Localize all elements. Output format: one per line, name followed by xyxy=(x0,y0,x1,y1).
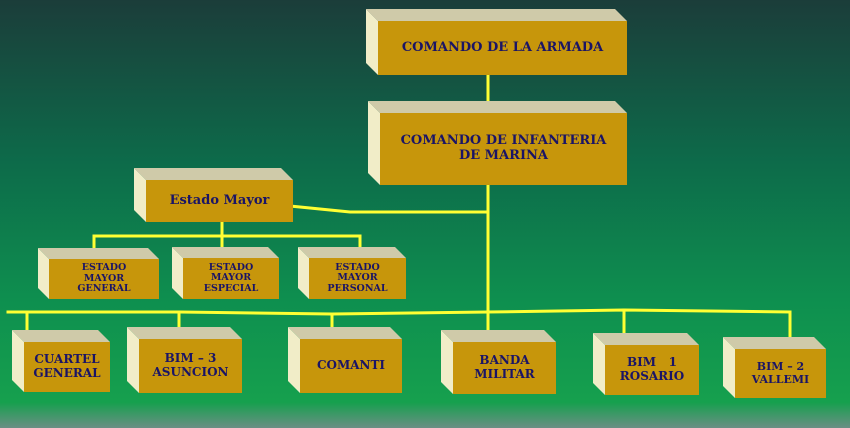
bim3-box: BIM – 3 ASUNCION xyxy=(127,327,242,393)
banda-line-2: MILITAR xyxy=(474,367,535,381)
bim2-line-1: BIM – 2 xyxy=(756,359,805,373)
comando-infanteria-line-1: COMANDO DE INFANTERIA xyxy=(400,133,607,149)
comando-armada-box: COMANDO DE LA ARMADA xyxy=(366,9,627,75)
em-general-line-1: ESTADO xyxy=(81,262,127,274)
comanti-box: COMANTI xyxy=(288,327,402,393)
connector-unit-bus xyxy=(6,308,792,316)
bim2-box: BIM – 2 VALLEMI xyxy=(723,337,826,398)
banda-militar-box: BANDA MILITAR xyxy=(441,330,556,394)
estado-mayor-especial-box: ESTADO MAYOR ESPECIAL xyxy=(172,247,279,299)
estado-mayor-label: Estado Mayor xyxy=(169,192,270,208)
em-especial-line-3: ESPECIAL xyxy=(203,282,259,294)
bim1-line-2: ROSARIO xyxy=(619,369,685,383)
em-personal-line-1: ESTADO xyxy=(335,261,380,273)
bim3-line-2: ASUNCION xyxy=(152,365,229,379)
banda-line-1: BANDA xyxy=(479,353,530,368)
bim2-line-2: VALLEMI xyxy=(751,372,810,386)
connector-estado-mayor xyxy=(288,204,490,214)
estado-mayor-general-box: ESTADO MAYOR GENERAL xyxy=(38,248,159,299)
comando-infanteria-box: COMANDO DE INFANTERIA DE MARINA xyxy=(368,101,627,185)
bim1-box: BIM 1 ROSARIO xyxy=(593,333,699,395)
em-personal-line-3: PERSONAL xyxy=(327,282,388,294)
bim1-line-1: BIM 1 xyxy=(627,355,677,370)
em-especial-line-1: ESTADO xyxy=(208,261,254,273)
cuartel-general-box: CUARTEL GENERAL xyxy=(12,330,110,392)
em-general-line-3: GENERAL xyxy=(77,283,131,295)
bim3-line-1: BIM – 3 xyxy=(164,351,217,366)
em-personal-line-2: MAYOR xyxy=(337,272,378,284)
em-general-line-2: MAYOR xyxy=(83,272,125,284)
estado-mayor-personal-box: ESTADO MAYOR PERSONAL xyxy=(298,247,406,299)
estado-mayor-box: Estado Mayor xyxy=(134,168,293,222)
em-especial-line-2: MAYOR xyxy=(210,272,252,284)
comanti-label: COMANTI xyxy=(316,358,386,373)
comando-infanteria-line-2: DE MARINA xyxy=(458,148,549,163)
cuartel-line-1: CUARTEL xyxy=(34,352,100,367)
cuartel-line-2: GENERAL xyxy=(33,366,101,380)
comando-armada-label: COMANDO DE LA ARMADA xyxy=(401,39,604,55)
